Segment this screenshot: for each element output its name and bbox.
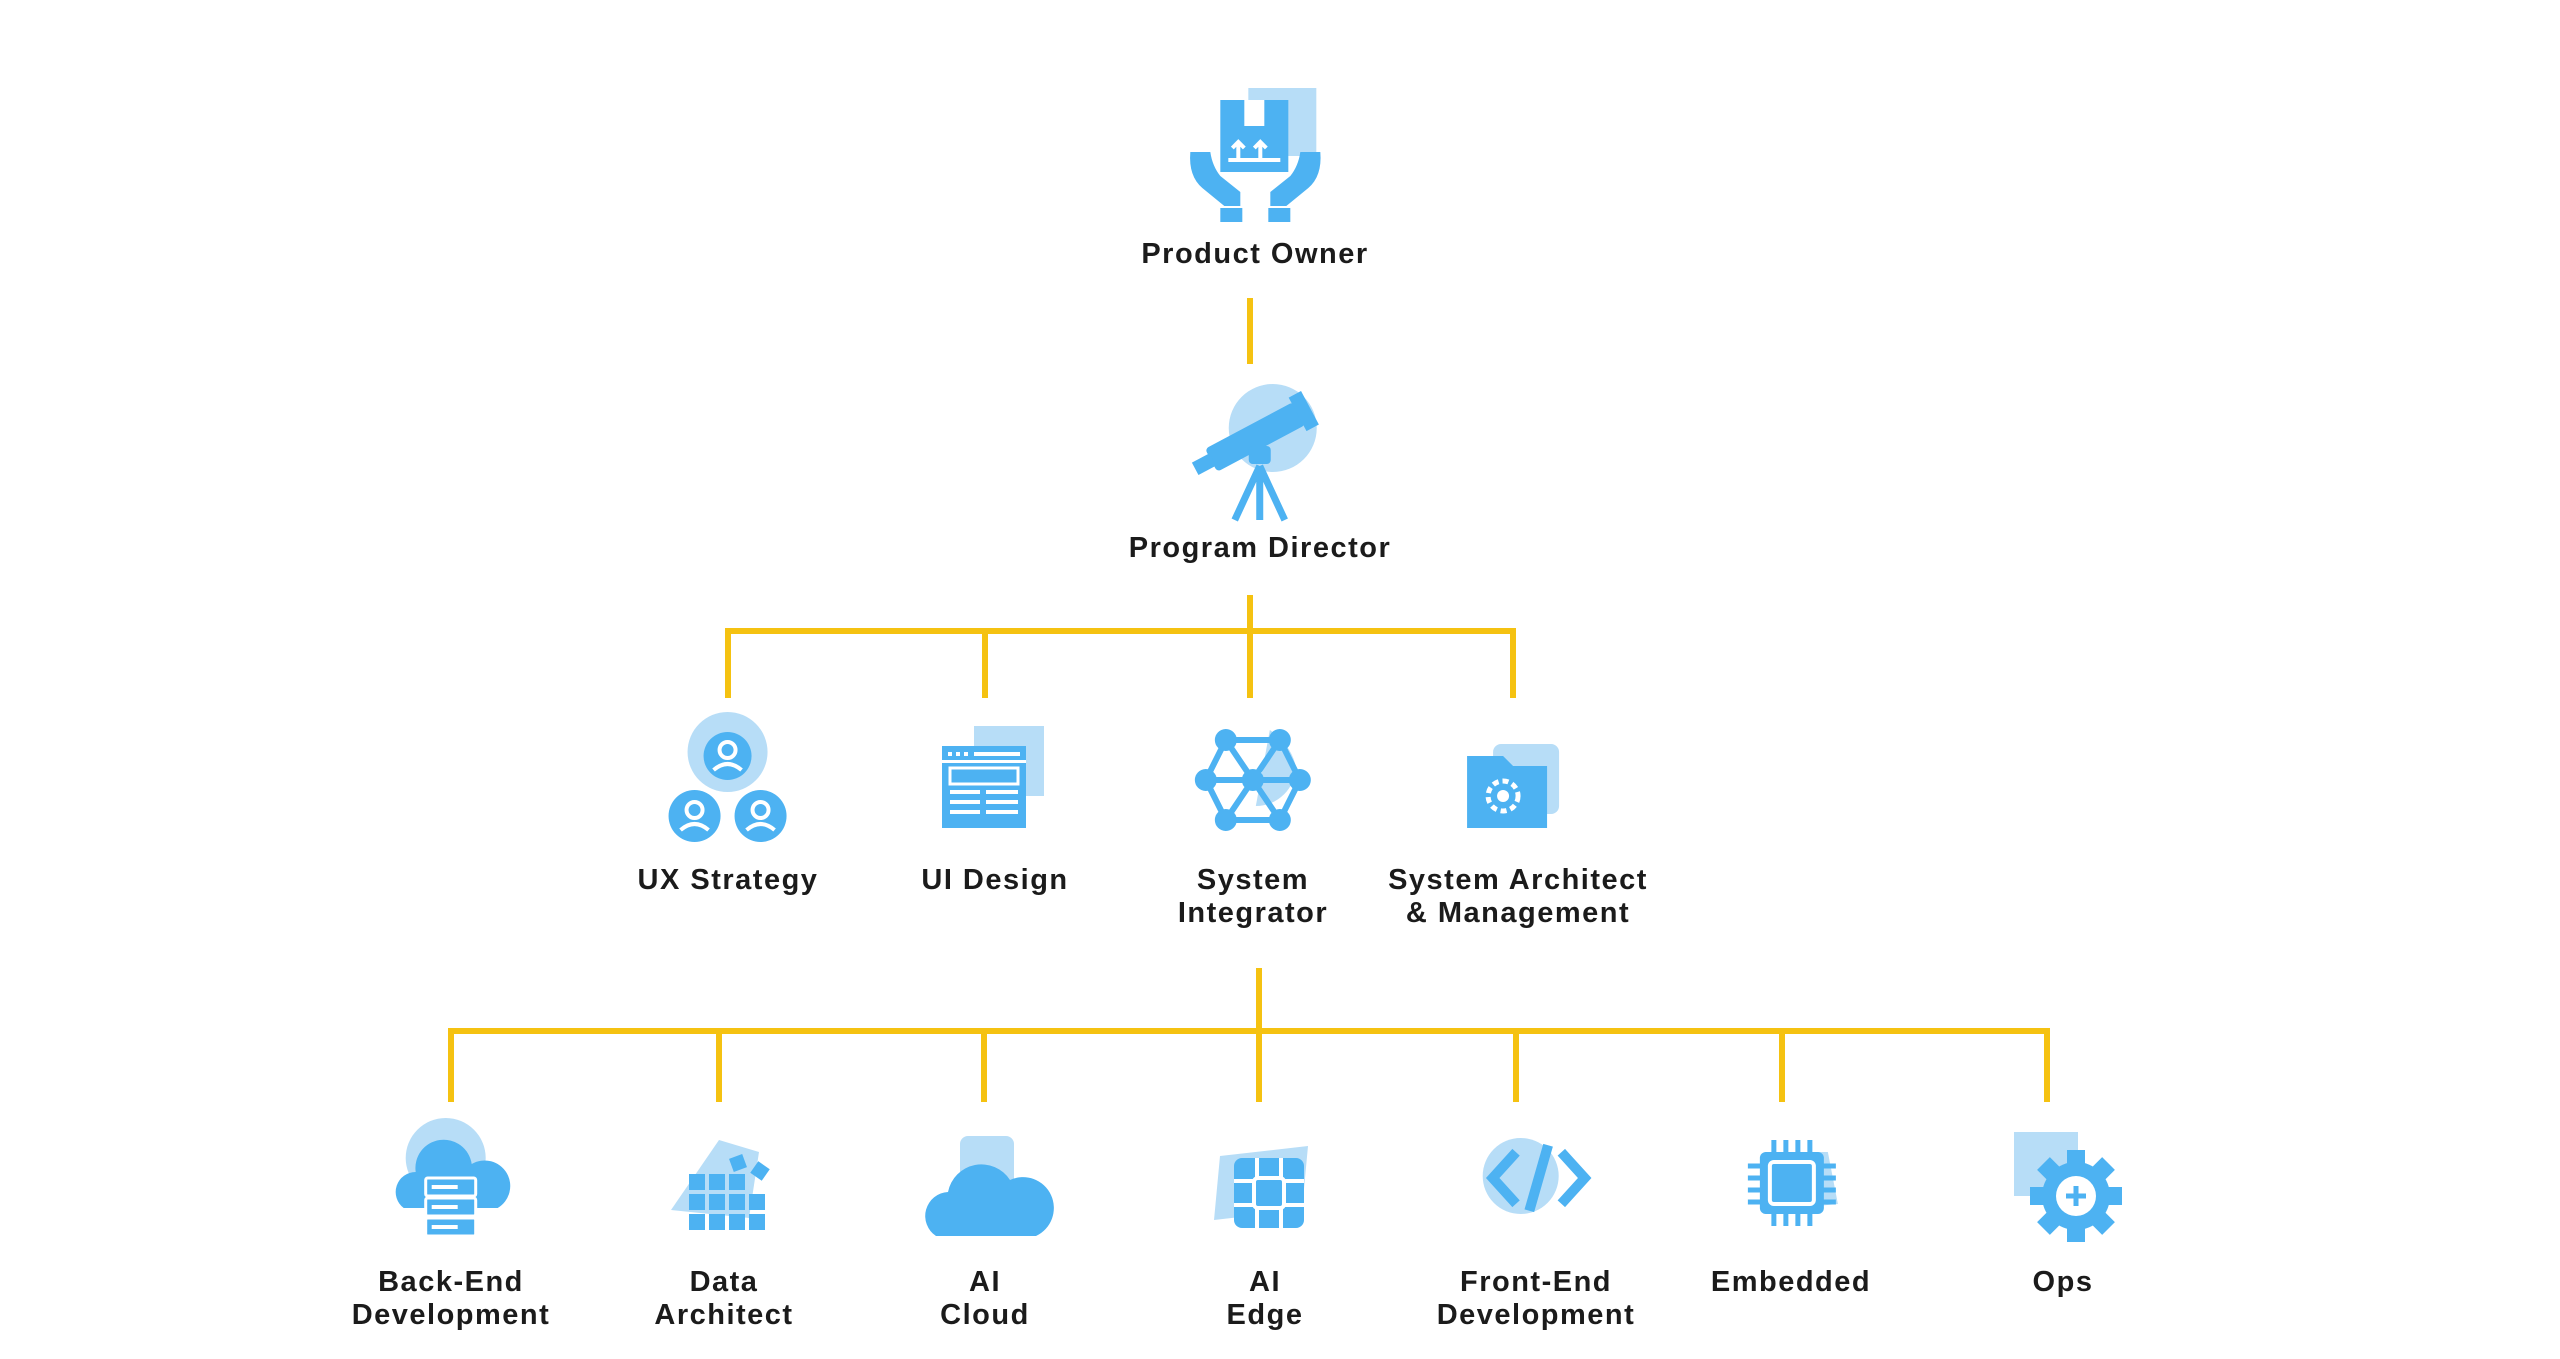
node-label: UI Design [921,864,1069,896]
connector-drop-embedded [1779,1028,1785,1102]
node-label: Back-End Development [351,1266,551,1331]
connector-drop-architect [1510,628,1516,698]
node-product-owner: Product Owner [1141,80,1368,271]
node-frontend-development: Front-End Development [1437,1108,1636,1332]
node-label: AI Cloud [940,1266,1030,1331]
connector-integrator-stem [1256,968,1262,1028]
node-label: Data Architect [654,1266,794,1331]
connector-director-stem [1247,595,1253,633]
node-label: Ops [2032,1266,2094,1298]
telescope-icon [1185,374,1335,524]
node-system-architect: System Architect & Management [1388,706,1648,930]
node-ux-strategy: UX Strategy [638,706,819,897]
node-label: Embedded [1710,1266,1872,1298]
network-hexagon-icon [1178,706,1328,856]
node-label: Product Owner [1141,238,1369,270]
connector-owner-director [1247,298,1253,364]
node-label: System Integrator [1177,864,1329,929]
connector-drop-aicloud [981,1028,987,1102]
node-label: UX Strategy [637,864,819,896]
connector-drop-backend [448,1028,454,1102]
gear-plus-icon [1988,1108,2138,1258]
node-label: AI Edge [1226,1266,1304,1331]
users-group-icon [653,706,803,856]
code-brackets-icon [1461,1108,1611,1258]
node-ui-design: UI Design [920,706,1070,897]
connector-drop-frontend [1513,1028,1519,1102]
node-ops: Ops [1988,1108,2138,1299]
microchip-icon [1716,1108,1866,1258]
chip-grid-icon [1190,1108,1340,1258]
connector-drop-integrator [1247,628,1253,698]
node-system-integrator: System Integrator [1178,706,1328,930]
hands-box-icon [1180,80,1330,230]
data-blocks-icon [649,1108,799,1258]
node-ai-edge: AI Edge [1190,1108,1340,1332]
node-label: Program Director [1128,532,1392,564]
node-embedded: Embedded [1711,1108,1871,1299]
node-program-director: Program Director [1129,374,1392,565]
node-ai-cloud: AI Cloud [910,1108,1060,1332]
browser-window-icon [920,706,1070,856]
node-data-architect: Data Architect [649,1108,799,1332]
connector-level3-bar [448,1028,2049,1034]
connector-drop-data [716,1028,722,1102]
node-label: Front-End Development [1436,1266,1636,1331]
connector-drop-ui [982,628,988,698]
folder-gear-icon [1443,706,1593,856]
node-label: System Architect & Management [1388,864,1648,929]
connector-drop-ux [725,628,731,698]
connector-level2-bar [725,628,1516,634]
connector-drop-aiedge [1256,1028,1262,1102]
node-backend-development: Back-End Development [352,1108,551,1332]
cloud-icon [910,1108,1060,1258]
cloud-server-icon [376,1108,526,1258]
connector-drop-ops [2044,1028,2050,1102]
